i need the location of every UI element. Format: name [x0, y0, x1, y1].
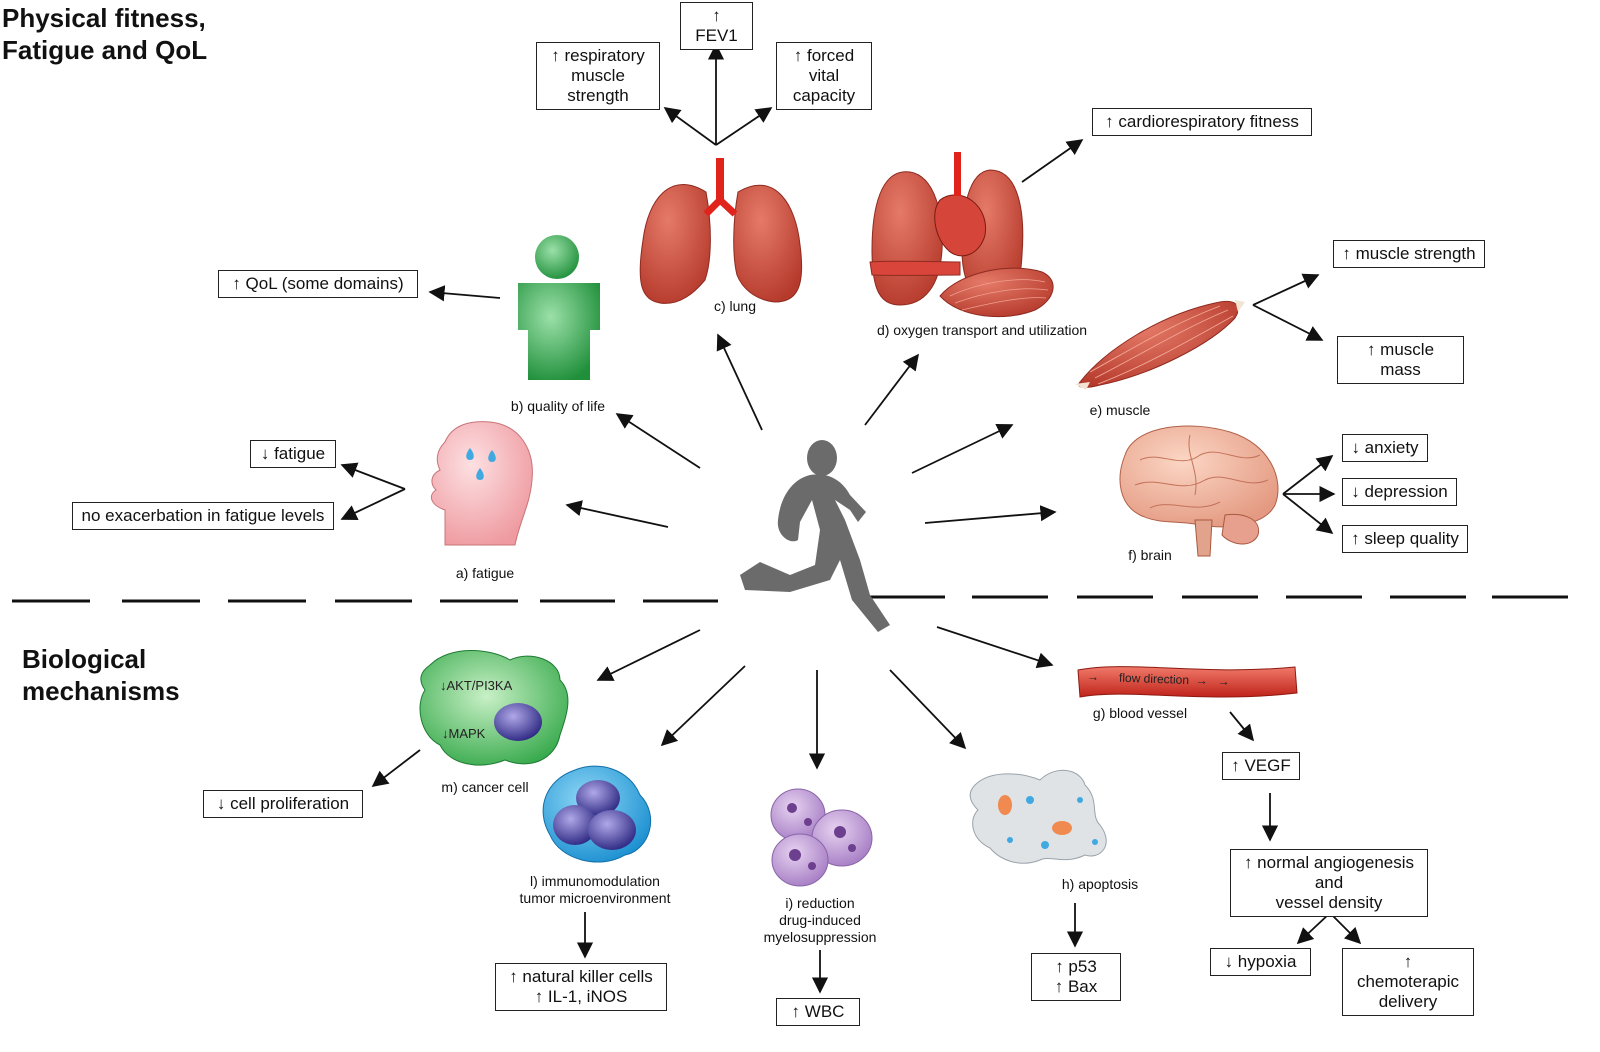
section-title-biological: Biological mechanisms: [22, 644, 180, 706]
box-p53-bax: ↑ p53 ↑ Bax: [1031, 953, 1121, 1001]
box-hypoxia: ↓ hypoxia: [1210, 948, 1311, 976]
cancer-cell-illustration: [419, 650, 569, 766]
box-muscle-mass: ↑ muscle mass: [1337, 336, 1464, 384]
label-akt: ↓AKT/PI3KA: [440, 678, 513, 693]
arrow-runner-muscle: [911, 424, 1014, 474]
box-chemotherapy-delivery: ↑ chemoterapic delivery: [1342, 948, 1474, 1016]
label-immunomodulation: l) immunomodulation tumor microenvironme…: [519, 873, 671, 906]
section-title-physical: Physical fitness, Fatigue and QoL: [2, 3, 208, 65]
arrow-runner-qol: [615, 413, 701, 469]
arrow-runner-oxygen: [864, 353, 919, 426]
box-no-exacerbation: no exacerbation in fatigue levels: [72, 502, 334, 530]
box-fatigue-down: ↓ fatigue: [250, 440, 336, 468]
box-forced-vital-capacity: ↑ forced vital capacity: [776, 42, 872, 110]
arrows: [340, 43, 1362, 994]
section-divider: [12, 595, 1568, 603]
arrow-runner-brain: [924, 505, 1057, 524]
blood-vessel-illustration: [1077, 666, 1298, 698]
oxygen-transport-illustration: [869, 152, 1054, 318]
label-lung: c) lung: [713, 298, 757, 314]
lung-illustration: [639, 158, 803, 304]
box-cardiorespiratory: ↑ cardiorespiratory fitness: [1092, 108, 1312, 136]
box-natural-killer: ↑ natural killer cells ↑ IL-1, iNOS: [495, 963, 667, 1011]
arrow-runner-vessel: [936, 626, 1054, 669]
label-blood-vessel: g) blood vessel: [1092, 705, 1188, 721]
label-apoptosis: h) apoptosis: [1061, 876, 1139, 892]
apoptosis-cell-illustration: [969, 769, 1107, 864]
box-anxiety: ↓ anxiety: [1342, 434, 1428, 462]
box-vegf: ↑ VEGF: [1222, 752, 1300, 780]
box-qol: ↑ QoL (some domains): [218, 270, 418, 298]
label-cancer-cell: m) cancer cell: [441, 779, 529, 795]
box-respiratory-strength: ↑ respiratory muscle strength: [536, 42, 660, 110]
label-myelosuppression: i) reduction drug-induced myelosuppressi…: [763, 895, 877, 945]
arrow-runner-fatigue: [565, 500, 669, 528]
label-brain: f) brain: [1128, 547, 1172, 563]
box-depression: ↓ depression: [1342, 478, 1457, 506]
muscle-illustration: [1075, 300, 1245, 390]
label-oxygen-transport: d) oxygen transport and utilization: [876, 322, 1088, 338]
arrow-runner-immuno: [660, 665, 746, 747]
runner-silhouette: [740, 440, 890, 632]
arrow-runner-lung: [716, 333, 763, 431]
box-wbc: ↑ WBC: [776, 998, 860, 1026]
box-muscle-strength: ↑ muscle strength: [1333, 240, 1485, 268]
fatigue-head: [430, 421, 533, 546]
label-muscle: e) muscle: [1089, 402, 1151, 418]
box-cell-proliferation: ↓ cell proliferation: [203, 790, 363, 818]
box-angiogenesis: ↑ normal angiogenesis and vessel density: [1230, 849, 1428, 917]
arrow-runner-apoptosis: [889, 669, 967, 750]
label-mapk: ↓MAPK: [442, 726, 486, 741]
label-fatigue: a) fatigue: [455, 565, 515, 581]
quality-of-life-figure: [518, 235, 600, 380]
brain-illustration: [1119, 425, 1279, 557]
white-blood-cells-illustration: [770, 788, 873, 887]
immune-cells-illustration: [542, 765, 652, 863]
label-quality-of-life: b) quality of life: [510, 398, 606, 414]
arrow-runner-cancer: [596, 629, 701, 681]
box-fev1: ↑ FEV1: [680, 2, 753, 50]
box-sleep-quality: ↑ sleep quality: [1342, 525, 1468, 553]
